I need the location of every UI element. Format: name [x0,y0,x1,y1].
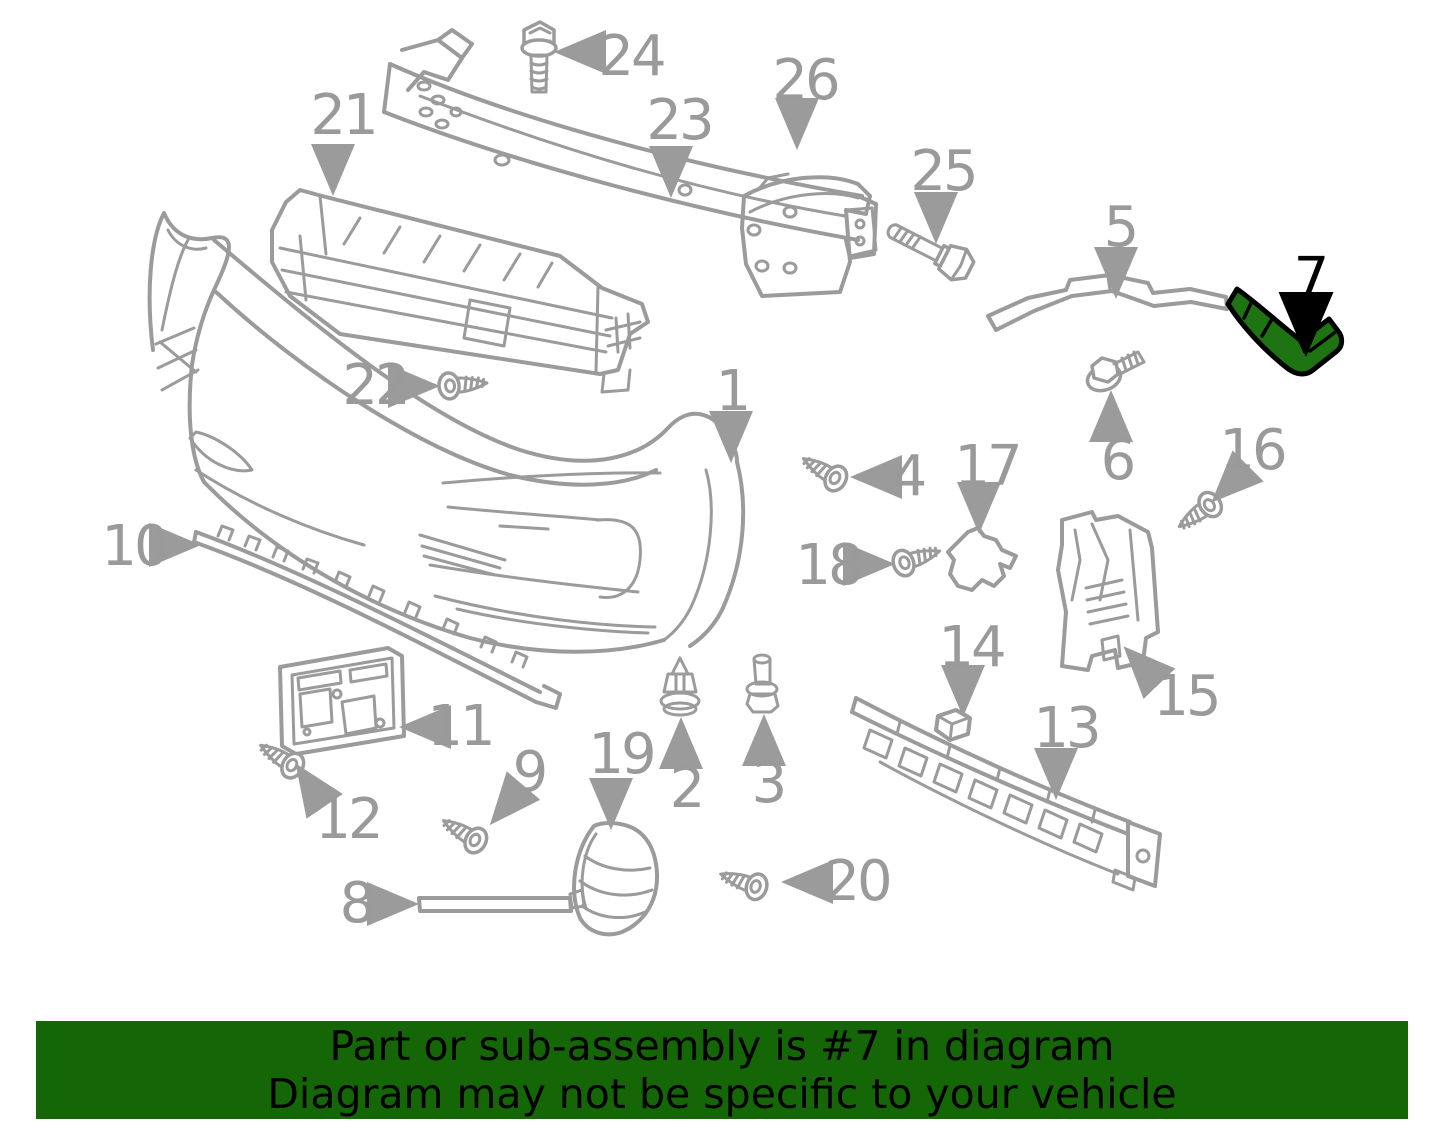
part-10-lower-strip-drawing [192,524,562,710]
arrow-9 [489,771,541,826]
part-label-19: 19 [588,722,656,787]
arrow-16 [1211,450,1264,503]
bolt-24-drawing [520,20,558,94]
part-label-20: 20 [824,849,892,914]
part-label-9: 9 [512,740,549,805]
arrow-12 [295,763,343,819]
screw-22-drawing [435,367,490,402]
clip-3-drawing [745,653,780,714]
part-17-clip-drawing [946,526,1018,592]
part-19-fog-garnish-drawing [568,821,660,937]
part-label-6: 6 [1100,428,1137,493]
part-label-3: 3 [751,751,788,816]
part-label-10: 10 [101,514,169,579]
part-label-15: 15 [1153,664,1221,729]
part-label-14: 14 [938,615,1006,680]
part-label-5: 5 [1103,195,1140,260]
part-15-side-spacer-drawing [1056,510,1160,672]
callout-arrows [149,30,1334,926]
part-label-12: 12 [315,787,383,852]
part-label-11: 11 [427,694,495,759]
part-label-26: 26 [772,48,840,113]
part-8-molding-strip-drawing [417,896,573,913]
part-label-7-highlighted: 7 [1293,246,1330,311]
part-label-21: 21 [310,83,378,148]
clip-2-drawing [659,656,701,717]
part-label-4: 4 [891,444,928,509]
part-26-stay-bracket-drawing [740,172,878,298]
part-14-clip-drawing [934,708,972,742]
bolt-25-drawing [886,223,976,282]
part-11-license-bracket-drawing [278,646,406,756]
part-1-bumper-cover-drawing [147,211,746,654]
banner-line-1: Part or sub-assembly is #7 in diagram [329,1021,1115,1070]
part-label-22: 22 [342,353,410,418]
part-label-13: 13 [1033,696,1101,761]
part-label-16: 16 [1219,418,1287,483]
part-13-lower-grille-drawing [850,696,1162,892]
diagram-disclaimer-banner: Part or sub-assembly is #7 in diagram Di… [36,1021,1408,1119]
screw-20-drawing [714,860,772,904]
part-label-1: 1 [715,359,752,424]
part-label-18: 18 [795,533,863,598]
part-label-24: 24 [598,24,666,89]
screw-9-drawing [434,808,493,859]
bolt-6-drawing [1085,350,1146,393]
screw-18-drawing [887,536,946,581]
part-label-25: 25 [910,139,978,204]
part-label-8: 8 [339,871,376,936]
part-21-grille-shutter-drawing [270,188,650,394]
screw-4-drawing [794,446,853,497]
banner-line-2: Diagram may not be specific to your vehi… [267,1070,1177,1118]
part-label-17: 17 [954,434,1022,499]
part-label-2: 2 [669,756,706,821]
part-5-bracket-strip-drawing [986,273,1229,332]
arrow-15 [1123,646,1176,699]
part-label-23: 23 [646,88,714,153]
